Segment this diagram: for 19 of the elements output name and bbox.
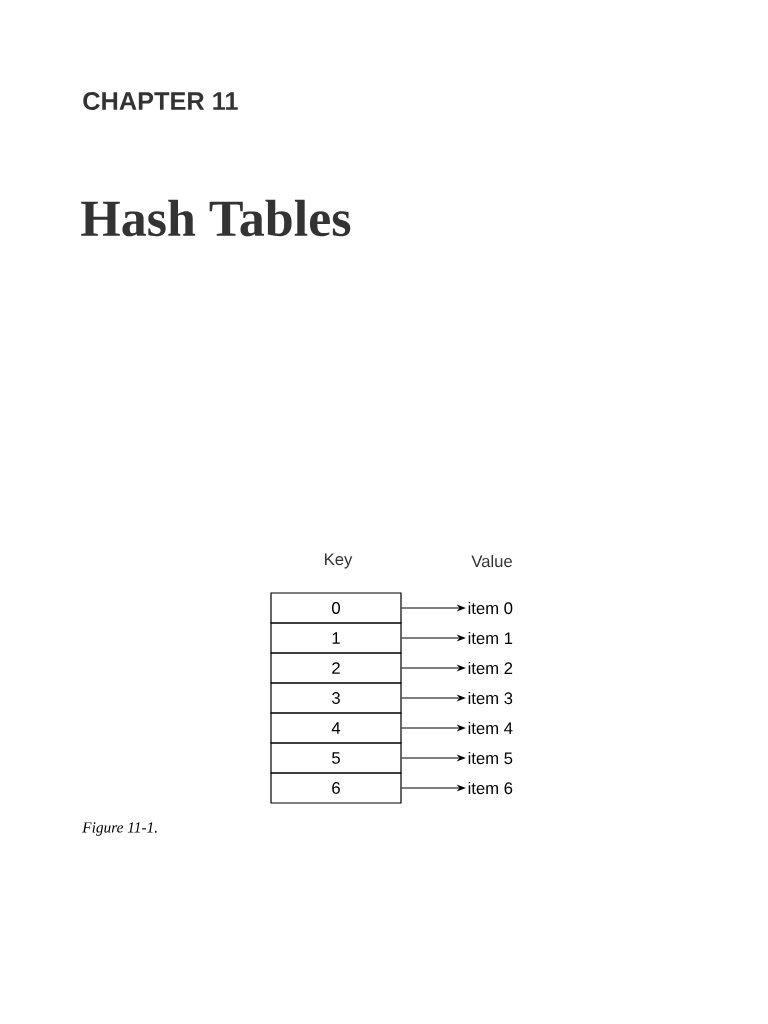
figure-caption: Figure 11-1. (82, 822, 157, 836)
chapter-heading: CHAPTER 11 (83, 92, 238, 110)
item-text: item 1 (468, 631, 513, 645)
column-header: Key (325, 553, 353, 569)
column-header: Value (471, 554, 512, 568)
item-text: item 5 (468, 751, 513, 765)
item-text: item 2 (468, 661, 513, 675)
key-cell: 1 (270, 622, 402, 654)
key-cell: 2 (270, 652, 402, 684)
key-cell: 0 (270, 592, 402, 624)
chapter-title: Hash Tables (81, 199, 351, 237)
item-text: item 4 (468, 721, 513, 735)
item-text: item 0 (468, 601, 513, 615)
key-cell: 6 (270, 772, 402, 804)
key-cell: 3 (270, 682, 402, 714)
key-cell: 4 (270, 712, 402, 744)
item-text: item 3 (468, 691, 513, 705)
key-cell: 5 (270, 742, 402, 774)
item-text: item 6 (468, 781, 513, 795)
